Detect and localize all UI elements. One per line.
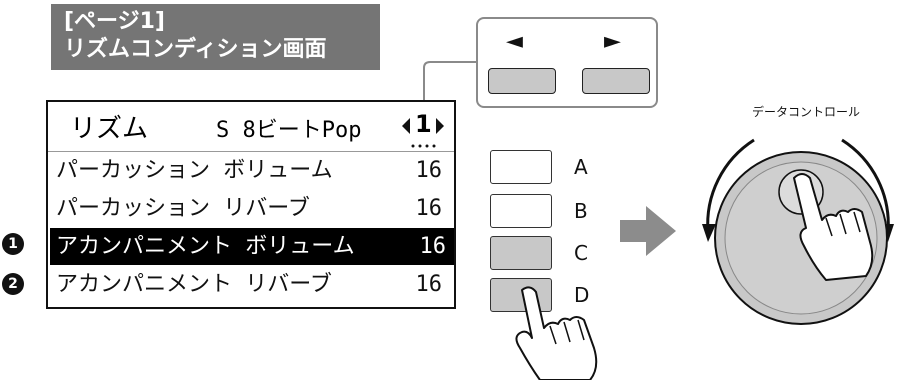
lcd-row-selected: アカンパニメント ボリューム 16 (50, 228, 454, 265)
page-left-button[interactable] (488, 68, 556, 94)
row-value: 16 (415, 158, 443, 183)
page-title: [ページ1] リズムコンディション画面 (51, 4, 380, 70)
row-value: 16 (419, 234, 447, 259)
dial-hand-icon (793, 173, 874, 281)
button-b-label: B (574, 199, 588, 223)
row-value: 16 (415, 196, 443, 221)
page-right-button[interactable] (582, 68, 650, 94)
lcd-header-label: リズム (70, 114, 149, 144)
left-triangle-icon: ◄ (506, 29, 523, 54)
page-indicator-arrows-icon (402, 118, 444, 148)
callout-connector (423, 61, 476, 106)
page-number: 1 (415, 110, 432, 138)
button-b[interactable] (490, 194, 552, 228)
row-label: パーカッション リバーブ (56, 196, 310, 221)
lcd-row: パーカッション リバーブ 16 (56, 190, 448, 227)
button-c[interactable] (490, 236, 552, 270)
data-control-dial[interactable] (698, 120, 898, 380)
row-value: 16 (415, 272, 443, 297)
lcd-divider (48, 151, 454, 152)
right-triangle-icon: ► (604, 29, 621, 54)
row-label: パーカッション ボリューム (56, 158, 333, 183)
button-a[interactable] (490, 150, 552, 184)
button-d-label: D (574, 283, 590, 307)
button-a-label: A (574, 155, 588, 179)
rhythm-name: S 8ビートPop (216, 118, 362, 143)
row-label: アカンパニメント リバーブ (56, 272, 332, 297)
title-line-1: [ページ1] (64, 9, 165, 34)
pointing-hand-icon (515, 286, 598, 380)
title-line-2: リズムコンディション画面 (64, 37, 327, 62)
lcd-screen: リズム S 8ビートPop 1 パーカッション ボリューム 16 パーカッション… (46, 100, 456, 309)
right-arrow-icon (620, 206, 676, 256)
row-label: アカンパニメント ボリューム (56, 234, 355, 259)
data-control-label: データコントロール (752, 105, 861, 119)
button-c-label: C (574, 241, 588, 265)
step-badge-2: 2 (2, 273, 24, 295)
page-indicator: 1 (400, 110, 446, 148)
lcd-row: パーカッション ボリューム 16 (56, 152, 448, 189)
button-d[interactable] (490, 278, 552, 312)
page-arrow-panel: ◄ ► (476, 17, 658, 108)
lcd-row: アカンパニメント リバーブ 16 (56, 266, 448, 303)
step-badge-1: 1 (2, 233, 24, 255)
lcd-header: リズム S 8ビートPop 1 (48, 102, 454, 152)
